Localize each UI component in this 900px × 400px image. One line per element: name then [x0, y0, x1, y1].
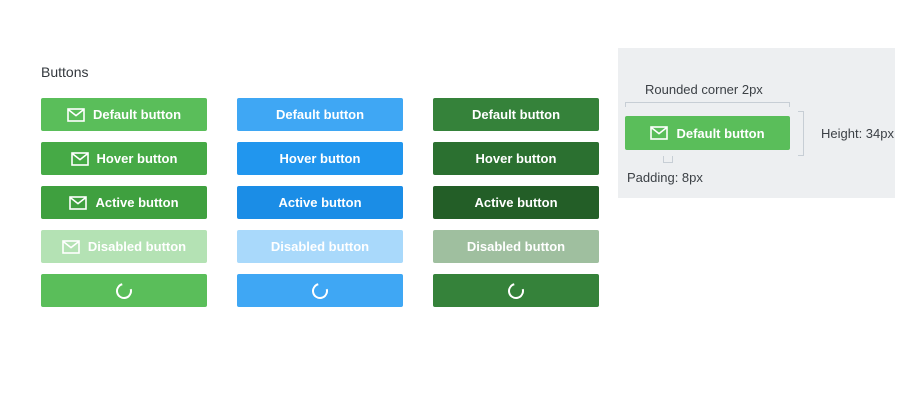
button-label: Active button — [95, 195, 179, 210]
button-column-green: Default button Hover button Active butto… — [41, 98, 207, 307]
button-columns: Default button Hover button Active butto… — [41, 98, 599, 307]
green-active-button[interactable]: Active button — [41, 186, 207, 219]
page-title: Buttons — [41, 64, 89, 80]
button-label: Disabled button — [87, 239, 187, 254]
padding-label: Padding: 8px — [627, 170, 703, 185]
blue-hover-button[interactable]: Hover button — [237, 142, 403, 175]
dark-green-active-button[interactable]: Active button — [433, 186, 599, 219]
height-label: Height: 34px — [821, 126, 894, 141]
button-column-blue: Default button Hover button Active butto… — [237, 98, 403, 307]
button-label: Default button — [471, 107, 561, 122]
green-disabled-button: Disabled button — [41, 230, 207, 263]
green-hover-button[interactable]: Hover button — [41, 142, 207, 175]
button-label: Hover button — [279, 151, 361, 166]
envelope-icon — [70, 151, 89, 166]
width-measure-bracket — [625, 102, 790, 107]
button-label: Default button — [676, 125, 765, 141]
loading-spinner-icon — [309, 279, 331, 302]
dark-green-disabled-button: Disabled button — [433, 230, 599, 263]
blue-default-button[interactable]: Default button — [237, 98, 403, 131]
button-column-dark-green: Default button Hover button Active butto… — [433, 98, 599, 307]
button-label: Active button — [278, 195, 362, 210]
dark-green-hover-button[interactable]: Hover button — [433, 142, 599, 175]
height-measure-bracket — [798, 111, 804, 156]
dark-green-loading-button[interactable] — [433, 274, 599, 307]
spec-default-button[interactable]: Default button — [625, 116, 790, 150]
loading-spinner-icon — [505, 279, 527, 302]
padding-measure-bracket — [663, 156, 673, 163]
green-default-button[interactable]: Default button — [41, 98, 207, 131]
rounded-corner-label: Rounded corner 2px — [645, 82, 763, 97]
button-label: Disabled button — [466, 239, 566, 254]
button-label: Default button — [275, 107, 365, 122]
blue-loading-button[interactable] — [237, 274, 403, 307]
blue-active-button[interactable]: Active button — [237, 186, 403, 219]
button-label: Active button — [474, 195, 558, 210]
spec-panel: Rounded corner 2px Default button Height… — [618, 48, 895, 198]
envelope-icon — [69, 195, 88, 210]
loading-spinner-icon — [113, 279, 135, 302]
button-label: Hover button — [475, 151, 557, 166]
envelope-icon — [62, 239, 80, 254]
envelope-icon — [67, 107, 85, 122]
dark-green-default-button[interactable]: Default button — [433, 98, 599, 131]
button-label: Hover button — [96, 151, 178, 166]
envelope-icon — [650, 126, 669, 140]
green-loading-button[interactable] — [41, 274, 207, 307]
button-label: Disabled button — [270, 239, 370, 254]
blue-disabled-button: Disabled button — [237, 230, 403, 263]
button-label: Default button — [92, 107, 182, 122]
